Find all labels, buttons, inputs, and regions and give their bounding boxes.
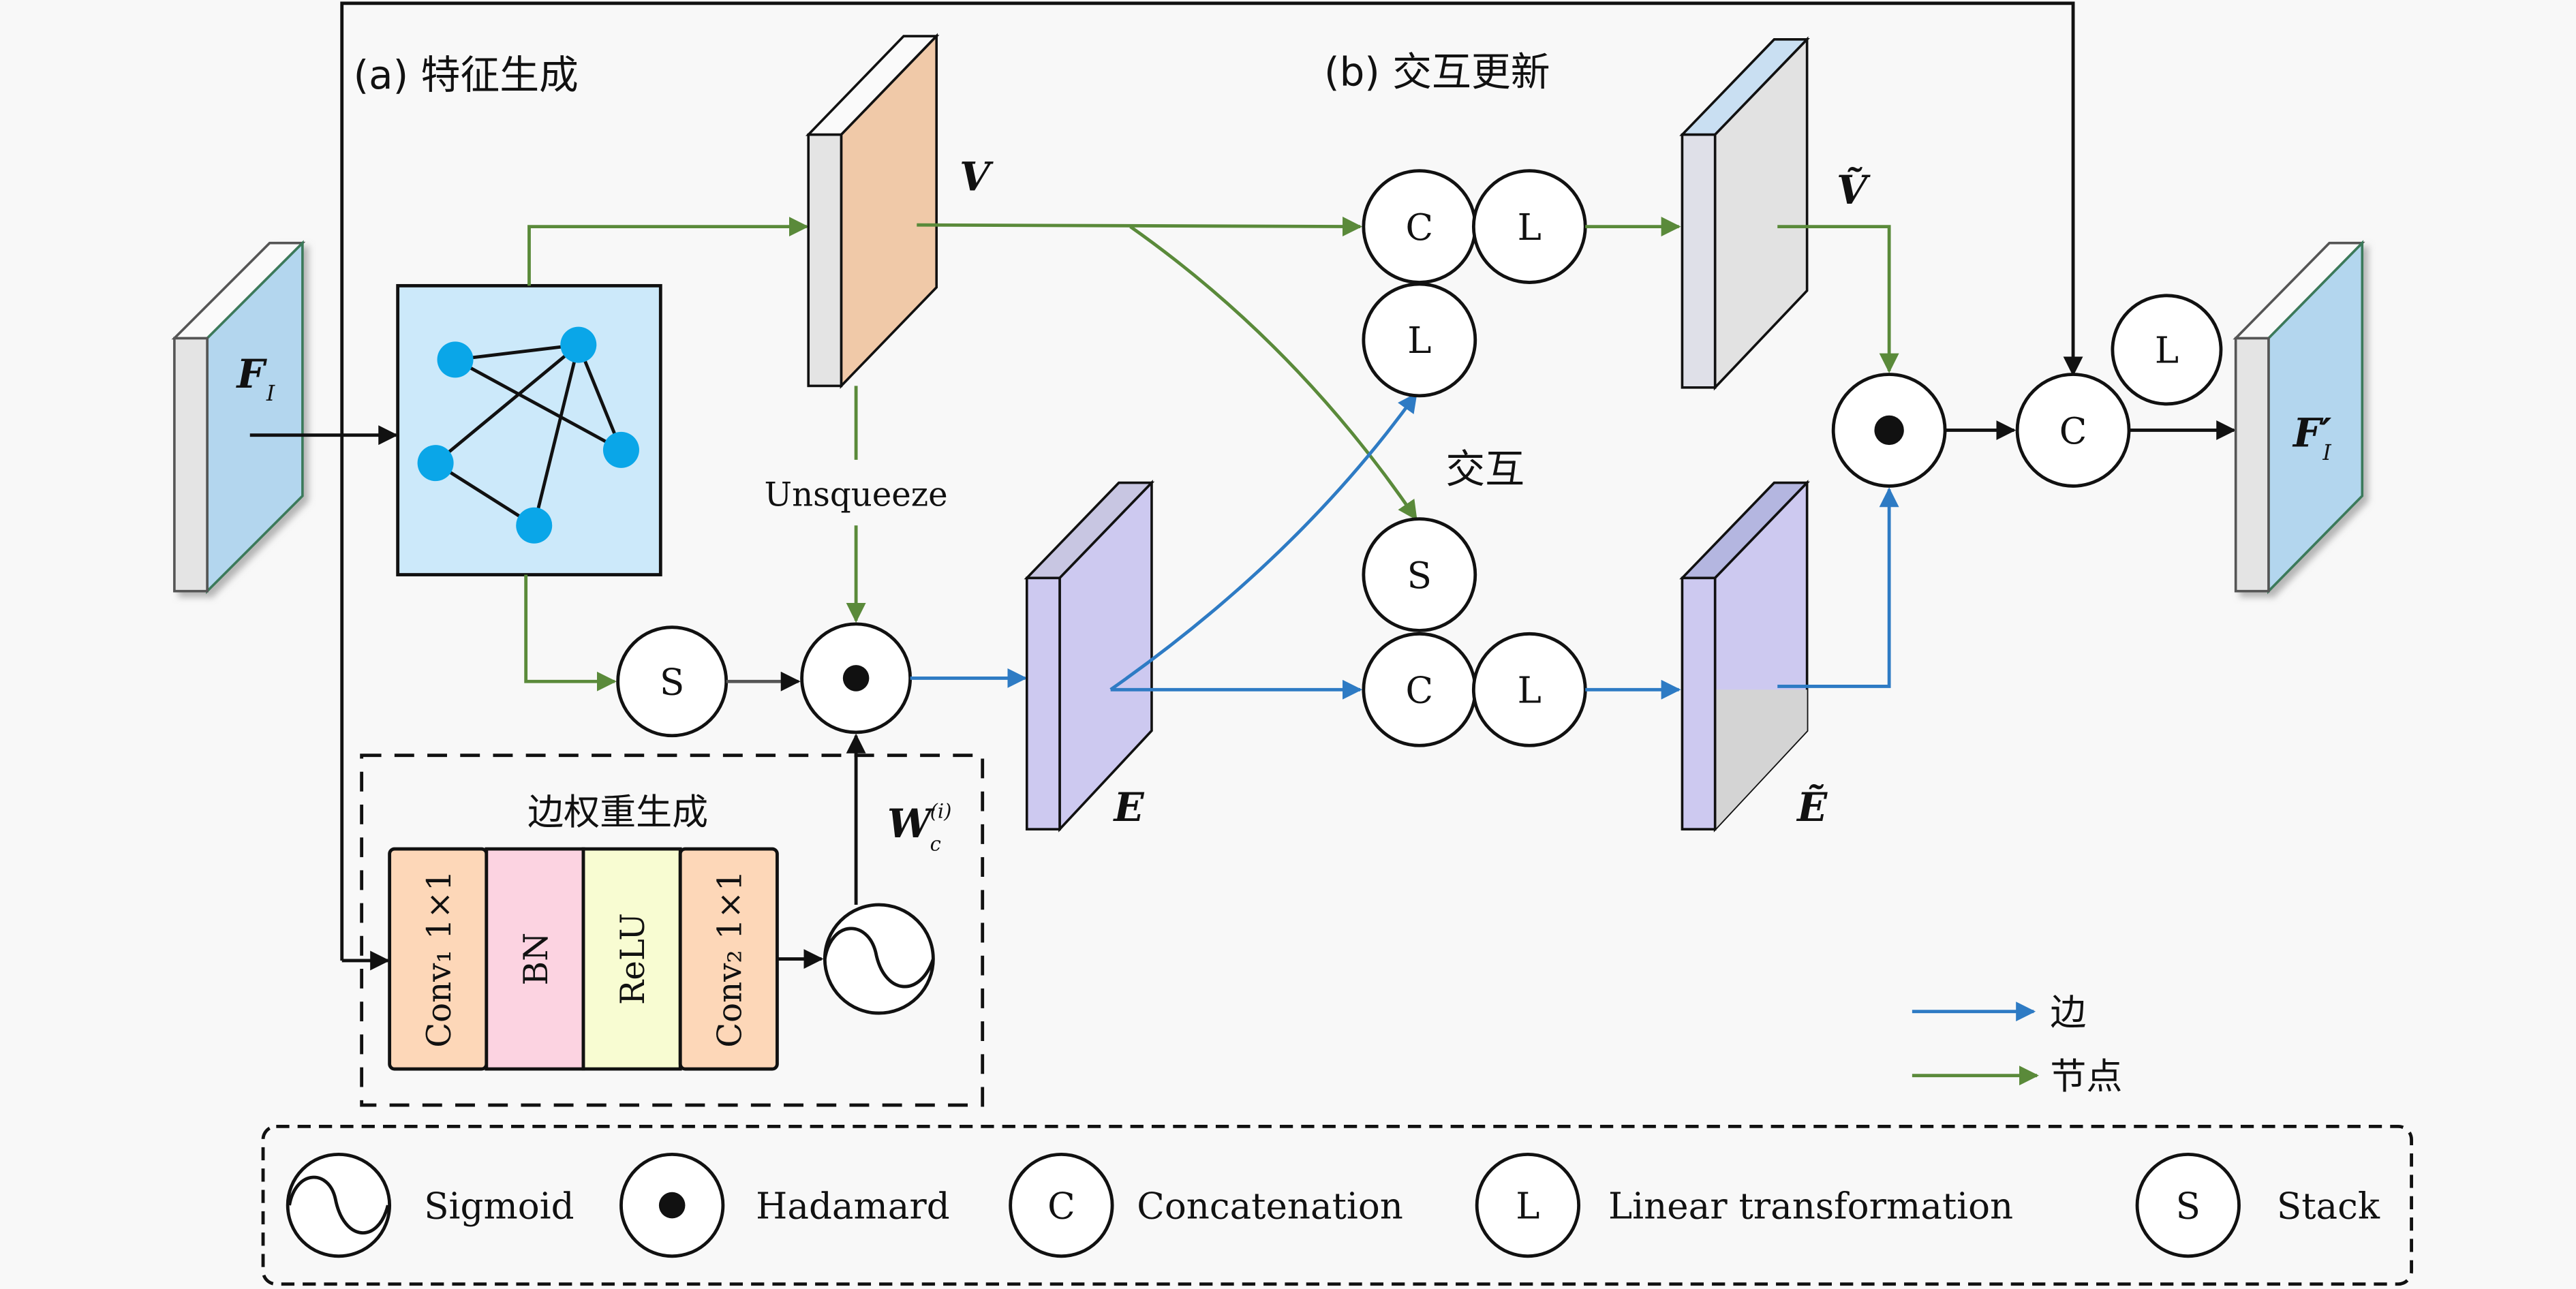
weight-superscript: (i) — [930, 799, 952, 822]
edge-weight-generation-box — [360, 754, 985, 1107]
graph-to-stack-arrow — [524, 574, 617, 692]
svg-text:Conv₁ 1×1: Conv₁ 1×1 — [420, 870, 459, 1047]
linear-icon — [1475, 1152, 1581, 1258]
svg-text:C: C — [1047, 1185, 1075, 1227]
layer-relu: ReLU — [581, 847, 682, 1071]
symbol-legend-box — [261, 1124, 2413, 1286]
weight-subscript: c — [930, 832, 941, 855]
interaction-label: 交互 — [1445, 446, 1524, 493]
stack-op-interaction: S — [1362, 517, 1477, 632]
graph-node — [437, 341, 474, 378]
v-tilde-to-hadamard-arrow — [1777, 225, 1899, 373]
svg-text:Concatenation: Concatenation — [1137, 1185, 1403, 1227]
v-to-stack-interaction-arrow — [1129, 225, 1417, 521]
svg-text:S: S — [660, 662, 684, 704]
linear-op-bottom: L — [1471, 632, 1587, 747]
svg-text:Conv₂ 1×1: Conv₂ 1×1 — [711, 870, 749, 1047]
arrow-legend: 边 节点 — [1912, 991, 2122, 1098]
e-tilde-tensor — [1679, 480, 1810, 833]
section-feature-generation: (a) 特征生成 — [354, 52, 579, 98]
layer-conv2: Conv₂ 1×1 — [678, 847, 779, 1071]
skip-connection-line — [340, 1, 2083, 961]
e-tilde-to-hadamard-arrow — [1777, 487, 1899, 688]
svg-text:S: S — [1407, 555, 1432, 597]
svg-text:L: L — [1518, 206, 1542, 249]
hadamard-op-right — [1831, 373, 1947, 488]
graph-to-v-arrow — [527, 217, 809, 286]
e-tensor — [1024, 480, 1155, 833]
sigmoid-icon — [286, 1152, 392, 1258]
svg-text:L: L — [1518, 670, 1542, 712]
node-legend-label: 节点 — [2050, 1055, 2122, 1098]
svg-text:L: L — [1407, 320, 1431, 362]
legend-item-sigmoid: Sigmoid — [286, 1152, 574, 1258]
output-tensor-subscript: I — [2322, 441, 2331, 465]
input-tensor-subscript: I — [266, 382, 275, 406]
concat-op-bottom: C — [1362, 632, 1477, 747]
svg-text:Hadamard: Hadamard — [756, 1185, 950, 1227]
svg-text:Stack: Stack — [2277, 1185, 2380, 1227]
unsqueeze-label: Unsqueeze — [765, 476, 948, 514]
legend-item-stack: S Stack — [2135, 1152, 2380, 1258]
graph-node — [516, 507, 553, 544]
e-tensor-label: E — [1113, 784, 1145, 830]
sigmoid-op — [823, 903, 935, 1015]
v-tensor-label: V — [960, 154, 994, 200]
v-to-concat-arrow — [917, 217, 1362, 236]
svg-text:ReLU: ReLU — [614, 913, 652, 1005]
graph-node — [602, 431, 639, 468]
legend-item-linear: L Linear transformation — [1475, 1152, 2013, 1258]
stack-icon — [2135, 1152, 2241, 1258]
hadamard-op — [800, 622, 913, 734]
svg-text:Linear transformation: Linear transformation — [1608, 1185, 2013, 1227]
input-tensor-fi — [171, 240, 306, 595]
graph-node — [417, 445, 454, 482]
layer-bn: BN — [485, 847, 585, 1071]
e-tilde-label: Ẽ — [1796, 784, 1828, 830]
output-tensor-label: F′ — [2292, 410, 2331, 456]
svg-text:Sigmoid: Sigmoid — [424, 1185, 574, 1227]
concat-op-right: C — [2015, 373, 2131, 488]
v-tilde-label: Ṽ — [1837, 167, 1871, 213]
svg-text:L: L — [2155, 330, 2179, 372]
linear-op-right: L — [2111, 294, 2223, 406]
layer-conv1: Conv₁ 1×1 — [388, 847, 489, 1071]
stack-op: S — [616, 625, 729, 738]
svg-text:C: C — [2059, 410, 2087, 452]
svg-text:C: C — [1406, 206, 1434, 249]
svg-text:C: C — [1406, 670, 1434, 712]
svg-text:BN: BN — [517, 933, 555, 986]
section-interactive-update: (b) 交互更新 — [1324, 48, 1550, 95]
svg-text:S: S — [2176, 1185, 2201, 1227]
edge-weight-generation-title: 边权重生成 — [527, 791, 708, 833]
legend-item-concatenation: C Concatenation — [1009, 1152, 1403, 1258]
v-tensor — [805, 33, 940, 389]
graph-box — [396, 283, 662, 576]
graph-node — [560, 326, 597, 363]
concat-icon — [1009, 1152, 1114, 1258]
input-tensor-label: F — [235, 351, 267, 397]
svg-text:L: L — [1516, 1185, 1539, 1227]
output-tensor-fi-prime — [2233, 240, 2365, 595]
linear-op-top: L — [1471, 169, 1587, 284]
legend-item-hadamard: Hadamard — [619, 1152, 950, 1258]
linear-op-interaction: L — [1362, 282, 1477, 398]
edge-legend-label: 边 — [2050, 991, 2086, 1034]
v-tilde-tensor — [1679, 36, 1810, 391]
concat-op-top: C — [1362, 169, 1477, 284]
e-to-linear-interaction-arrow — [1109, 392, 1417, 692]
weight-label: W — [887, 801, 935, 847]
